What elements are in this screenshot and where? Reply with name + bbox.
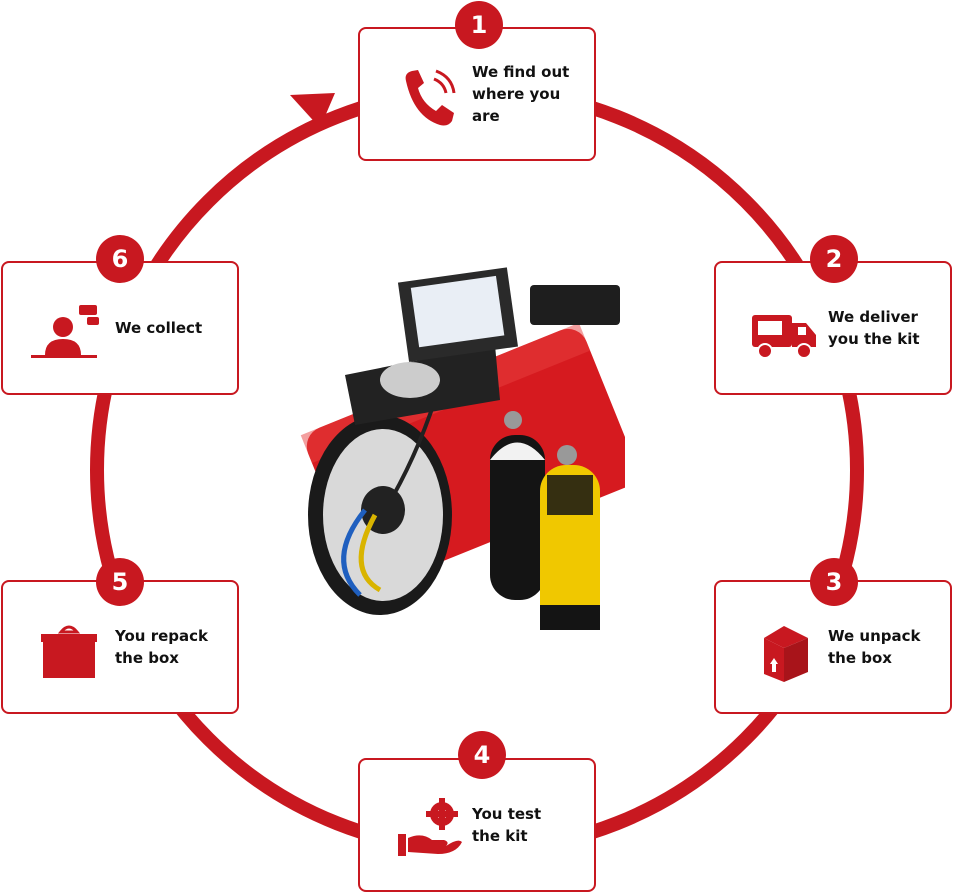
- step-card-1: We find out where you are: [358, 27, 596, 161]
- step-label: We collect: [115, 319, 203, 337]
- step-card-2: We deliver you the kit: [714, 261, 952, 395]
- test-kit-image: [300, 267, 625, 630]
- cycle-arrowhead: [290, 93, 335, 128]
- delivery-truck-icon: [752, 315, 816, 359]
- step-number-badge-1: 1: [455, 1, 503, 49]
- step-card-4: You test the kit: [358, 758, 596, 892]
- step-number-badge-4: 4: [458, 731, 506, 779]
- box-unpack-icon: [764, 626, 808, 682]
- person-chat-icon: [31, 305, 99, 358]
- step-label: You repack the box: [115, 627, 208, 667]
- phone-ringing-icon: [405, 69, 456, 126]
- step-label: You test the kit: [472, 805, 542, 845]
- step-label: We deliver you the kit: [828, 308, 920, 348]
- hand-gear-icon: [398, 798, 462, 856]
- box-repack-icon: [41, 625, 97, 678]
- step-label: We unpack the box: [828, 627, 921, 667]
- step-label: We find out where you are: [472, 63, 570, 125]
- step-number-badge-5: 5: [96, 558, 144, 606]
- step-number-badge-2: 2: [810, 235, 858, 283]
- step-number-badge-3: 3: [810, 558, 858, 606]
- step-number-badge-6: 6: [96, 235, 144, 283]
